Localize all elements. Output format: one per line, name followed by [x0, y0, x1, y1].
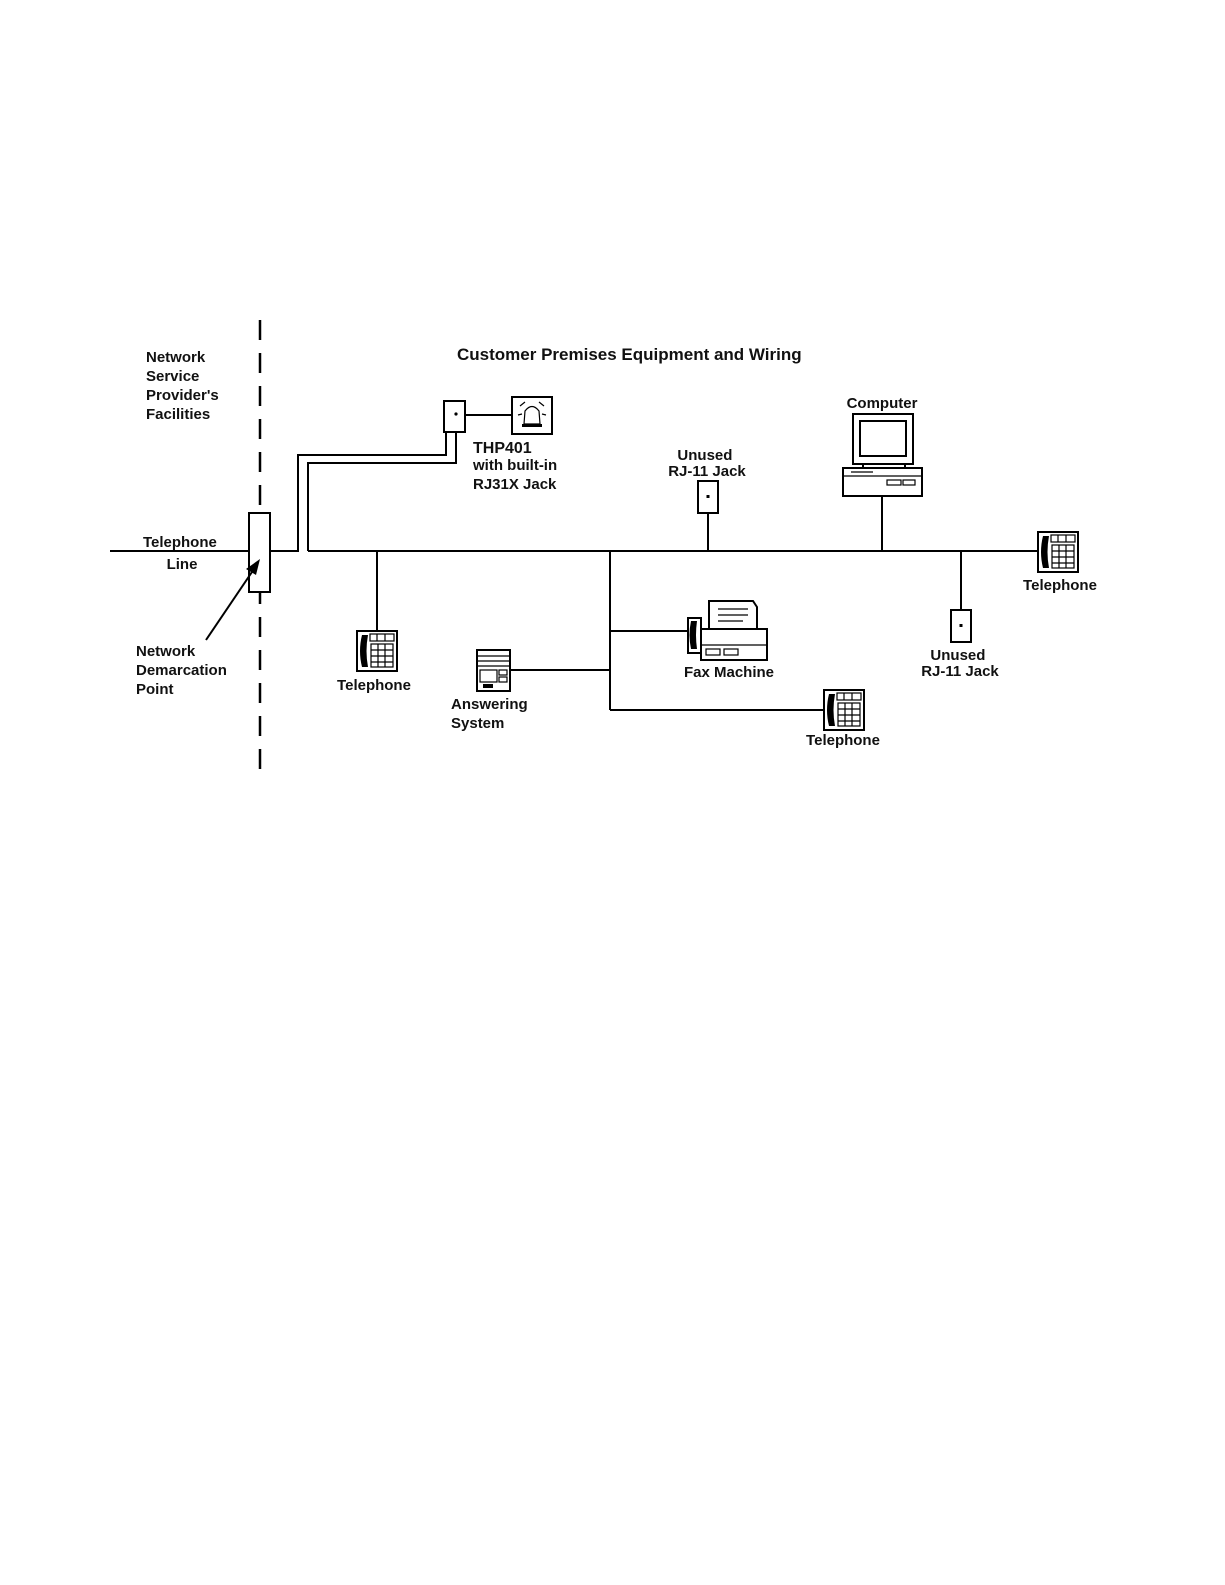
desk-telephone-icon	[824, 690, 864, 730]
thp401-jack-box	[444, 401, 465, 432]
computer-label: Computer	[847, 395, 918, 412]
telephone-right-label: Telephone	[1023, 577, 1097, 594]
wall-jack-icon	[951, 610, 971, 642]
telephone-left-label: Telephone	[337, 677, 411, 694]
thp401-label: THP401 with built-in RJ31X Jack	[472, 440, 561, 493]
answering-system-label: Answering System	[451, 696, 532, 732]
telephone-bottom-label: Telephone	[806, 732, 880, 749]
desktop-computer-icon	[843, 414, 922, 496]
thp401-return-wire-inner	[308, 432, 456, 551]
thp401-jack-socket	[454, 412, 457, 415]
alarm-bell-icon	[512, 397, 552, 434]
demarcation-pointer-arrow	[206, 566, 256, 640]
thp401-feed-wire-outer	[271, 432, 446, 551]
wall-jack-icon	[698, 481, 718, 513]
answering-machine-icon	[477, 650, 510, 691]
demarcation-point-label: Network Demarcation Point	[136, 643, 231, 698]
desk-telephone-icon	[1038, 532, 1078, 572]
telephone-line-label: Telephone Line	[143, 534, 221, 573]
network-interface-box	[249, 513, 270, 592]
desk-telephone-icon	[357, 631, 397, 671]
fax-machine-icon	[688, 601, 767, 660]
unused-jack-label: Unused RJ-11 Jack	[921, 647, 999, 680]
fax-machine-label: Fax Machine	[684, 664, 774, 681]
provider-facilities-label: Network Service Provider's Facilities	[146, 349, 223, 423]
customer-premises-heading: Customer Premises Equipment and Wiring	[457, 345, 802, 364]
unused-jack-label: Unused RJ-11 Jack	[668, 447, 746, 480]
